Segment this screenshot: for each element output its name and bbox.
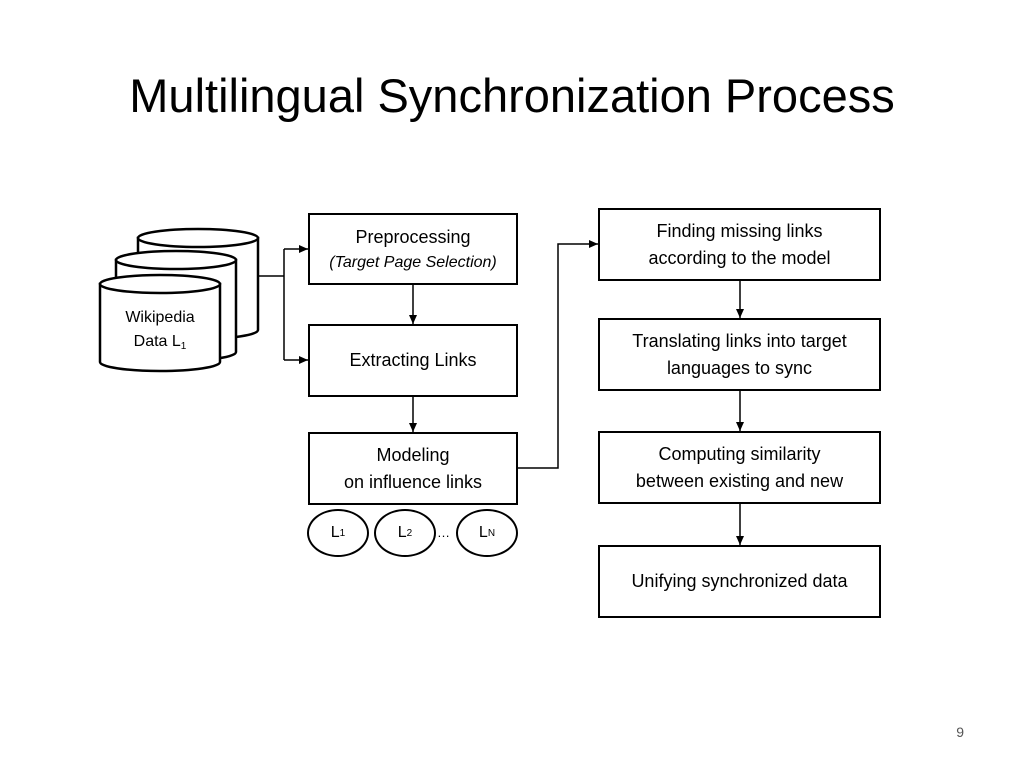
database-label-line1: Wikipedia — [125, 309, 195, 326]
translating-links-line1: Translating links into target — [632, 330, 847, 351]
slide-title: Multilingual Synchronization Process — [129, 69, 895, 122]
database-label: Wikipedia Data L1 — [100, 306, 220, 359]
finding-missing-links-line2: according to the model — [648, 247, 831, 268]
connector-database — [258, 245, 308, 364]
unifying-data-box: Unifying synchronized data — [598, 545, 881, 618]
extracting-links-box: Extracting Links — [308, 324, 518, 397]
finding-missing-links-box: Finding missing links according to the m… — [598, 208, 881, 281]
computing-similarity-box: Computing similarity between existing an… — [598, 431, 881, 504]
modeling-line1: Modeling — [376, 444, 450, 465]
modeling-box: Modeling on influence links — [308, 432, 518, 505]
computing-similarity-line2: between existing and new — [635, 470, 844, 491]
finding-missing-links-line1: Finding missing links — [656, 220, 823, 241]
preprocessing-title: Preprocessing — [355, 226, 471, 247]
connector-modeling-to-finding — [518, 240, 598, 469]
page-number: 9 — [956, 724, 964, 740]
database-label-line2: Data L1 — [133, 333, 187, 352]
database-icon — [98, 227, 260, 373]
preprocessing-box: Preprocessing (Target Page Selection) — [308, 213, 518, 285]
preprocessing-subtitle: (Target Page Selection) — [329, 253, 497, 271]
language-ellipsis: … — [437, 525, 450, 540]
extracting-links-title: Extracting Links — [349, 350, 477, 370]
unifying-data-line1: Unifying synchronized data — [631, 571, 848, 591]
translating-links-line2: languages to sync — [666, 357, 813, 378]
modeling-line2: on influence links — [343, 471, 483, 492]
translating-links-box: Translating links into target languages … — [598, 318, 881, 391]
computing-similarity-line1: Computing similarity — [658, 443, 821, 464]
